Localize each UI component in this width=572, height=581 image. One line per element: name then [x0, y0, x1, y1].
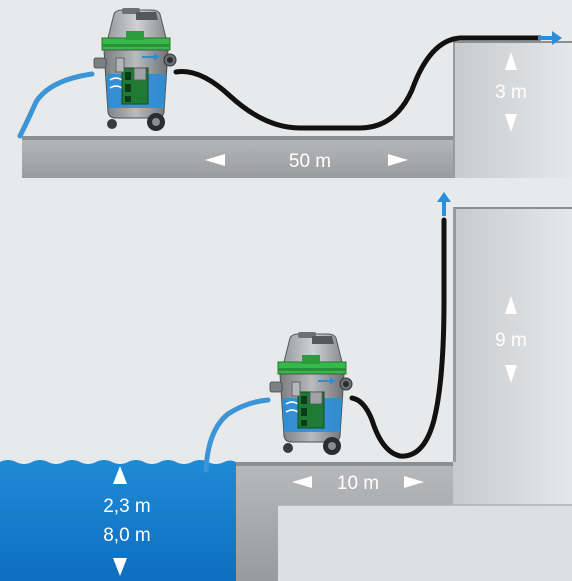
bottom-discharge-hose: [349, 217, 447, 459]
bottom-tall-wall: [453, 208, 572, 505]
top-suction-hose: [17, 71, 95, 139]
top-ground-slab: [22, 136, 453, 178]
scene-top: 50 m 3 m: [17, 7, 572, 178]
bottom-ledge: [236, 462, 453, 581]
dimension-arrow-down-icon: [505, 114, 517, 132]
scene-bottom: 10 m 9 m 2,3 m 8,0 m: [0, 192, 572, 581]
top-horizontal-dimension: 50 m: [205, 151, 408, 172]
bottom-lower-floor: [278, 505, 572, 581]
bottom-lift-label: 9 m: [495, 330, 527, 351]
top-pump: [93, 7, 177, 132]
bottom-pump: [269, 331, 353, 456]
water-reservoir: [0, 460, 236, 581]
top-vertical-dimension: 3 m: [495, 52, 527, 132]
top-raised-platform: [453, 42, 572, 178]
top-discharge-hose: [173, 35, 543, 131]
dimension-arrow-down-icon: [505, 365, 517, 383]
bottom-vertical-dimension: 9 m: [495, 296, 527, 383]
dimension-arrow-up-icon: [113, 466, 127, 484]
bottom-distance-label: 10 m: [337, 473, 379, 494]
bottom-horizontal-dimension: 10 m: [292, 473, 424, 494]
top-lift-label: 3 m: [495, 82, 527, 103]
dimension-arrow-down-icon: [113, 558, 127, 576]
suction-depth-dimension: 2,3 m 8,0 m: [103, 466, 151, 576]
suction-depth-min-label: 2,3 m: [103, 496, 151, 517]
dimension-arrow-up-icon: [505, 52, 517, 70]
bottom-outflow-arrow-icon: [437, 192, 451, 216]
dimension-arrow-up-icon: [505, 296, 517, 314]
bottom-suction-hose: [203, 397, 271, 473]
top-distance-label: 50 m: [289, 151, 331, 172]
suction-depth-max-label: 8,0 m: [103, 525, 151, 546]
